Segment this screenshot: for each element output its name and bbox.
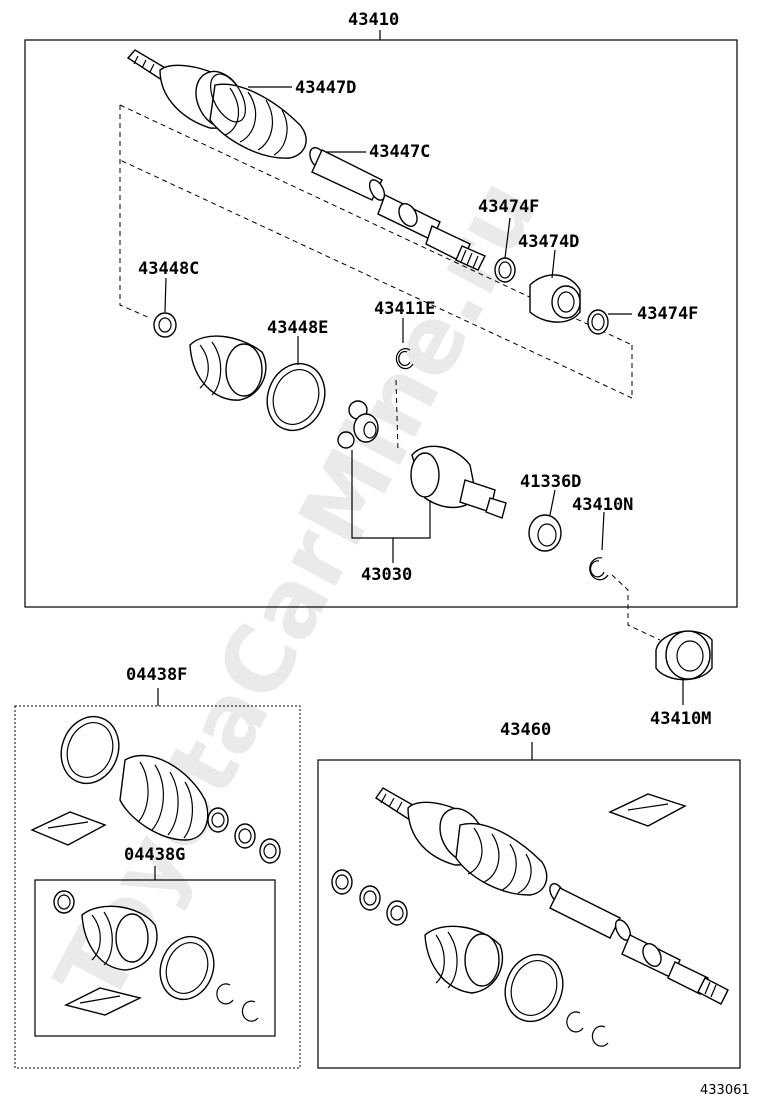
box-43460 bbox=[317, 759, 741, 1069]
label-43410N[interactable]: 43410N bbox=[572, 495, 633, 515]
group-43460: 43460 bbox=[317, 720, 741, 1069]
label-43474F-right[interactable]: 43474F bbox=[637, 304, 698, 324]
label-43460[interactable]: 43460 bbox=[500, 720, 551, 740]
label-43030[interactable]: 43030 bbox=[361, 565, 412, 585]
label-43474D[interactable]: 43474D bbox=[518, 232, 579, 252]
diagram-code: 433061 bbox=[700, 1083, 750, 1098]
label-43410[interactable]: 43410 bbox=[348, 10, 399, 30]
label-43447D[interactable]: 43447D bbox=[295, 78, 356, 98]
part-43410N[interactable]: 43410N bbox=[572, 495, 633, 581]
part-43447C[interactable]: 43447C bbox=[326, 142, 430, 162]
shaft-assembly-43460[interactable] bbox=[375, 787, 729, 1005]
label-43411E[interactable]: 43411E bbox=[374, 299, 435, 319]
shaft-assembly-43410[interactable] bbox=[126, 49, 486, 271]
label-43448E[interactable]: 43448E bbox=[267, 318, 328, 338]
part-43448E[interactable]: 43448E bbox=[189, 318, 334, 439]
part-43474F-top[interactable]: 43474F bbox=[478, 197, 539, 283]
part-43447D[interactable]: 43447D bbox=[203, 68, 356, 127]
label-04438G[interactable]: 04438G bbox=[124, 845, 185, 865]
part-43410M[interactable]: 43410M bbox=[650, 630, 713, 729]
group-43410: 43410 bbox=[24, 10, 738, 608]
part-43448C[interactable]: 43448C bbox=[138, 259, 199, 338]
group-04438F: 04438F 04438G bbox=[14, 665, 301, 1069]
part-43474F-right[interactable]: 43474F bbox=[587, 304, 698, 335]
label-43474F-top[interactable]: 43474F bbox=[478, 197, 539, 217]
label-43448C[interactable]: 43448C bbox=[138, 259, 199, 279]
group-04438G: 04438G bbox=[34, 845, 276, 1037]
box-43410 bbox=[24, 39, 738, 608]
label-43447C[interactable]: 43447C bbox=[369, 142, 430, 162]
part-43474D[interactable]: 43474D bbox=[518, 232, 581, 323]
box-04438F bbox=[14, 705, 301, 1069]
label-43410M[interactable]: 43410M bbox=[650, 709, 711, 729]
part-41336D[interactable]: 41336D bbox=[520, 472, 581, 552]
label-41336D[interactable]: 41336D bbox=[520, 472, 581, 492]
part-43030[interactable]: 43030 bbox=[337, 379, 507, 585]
label-04438F[interactable]: 04438F bbox=[126, 665, 187, 685]
watermark: ToyotaCarMine.ru bbox=[35, 162, 559, 1020]
part-43411E[interactable]: 43411E bbox=[374, 299, 435, 370]
